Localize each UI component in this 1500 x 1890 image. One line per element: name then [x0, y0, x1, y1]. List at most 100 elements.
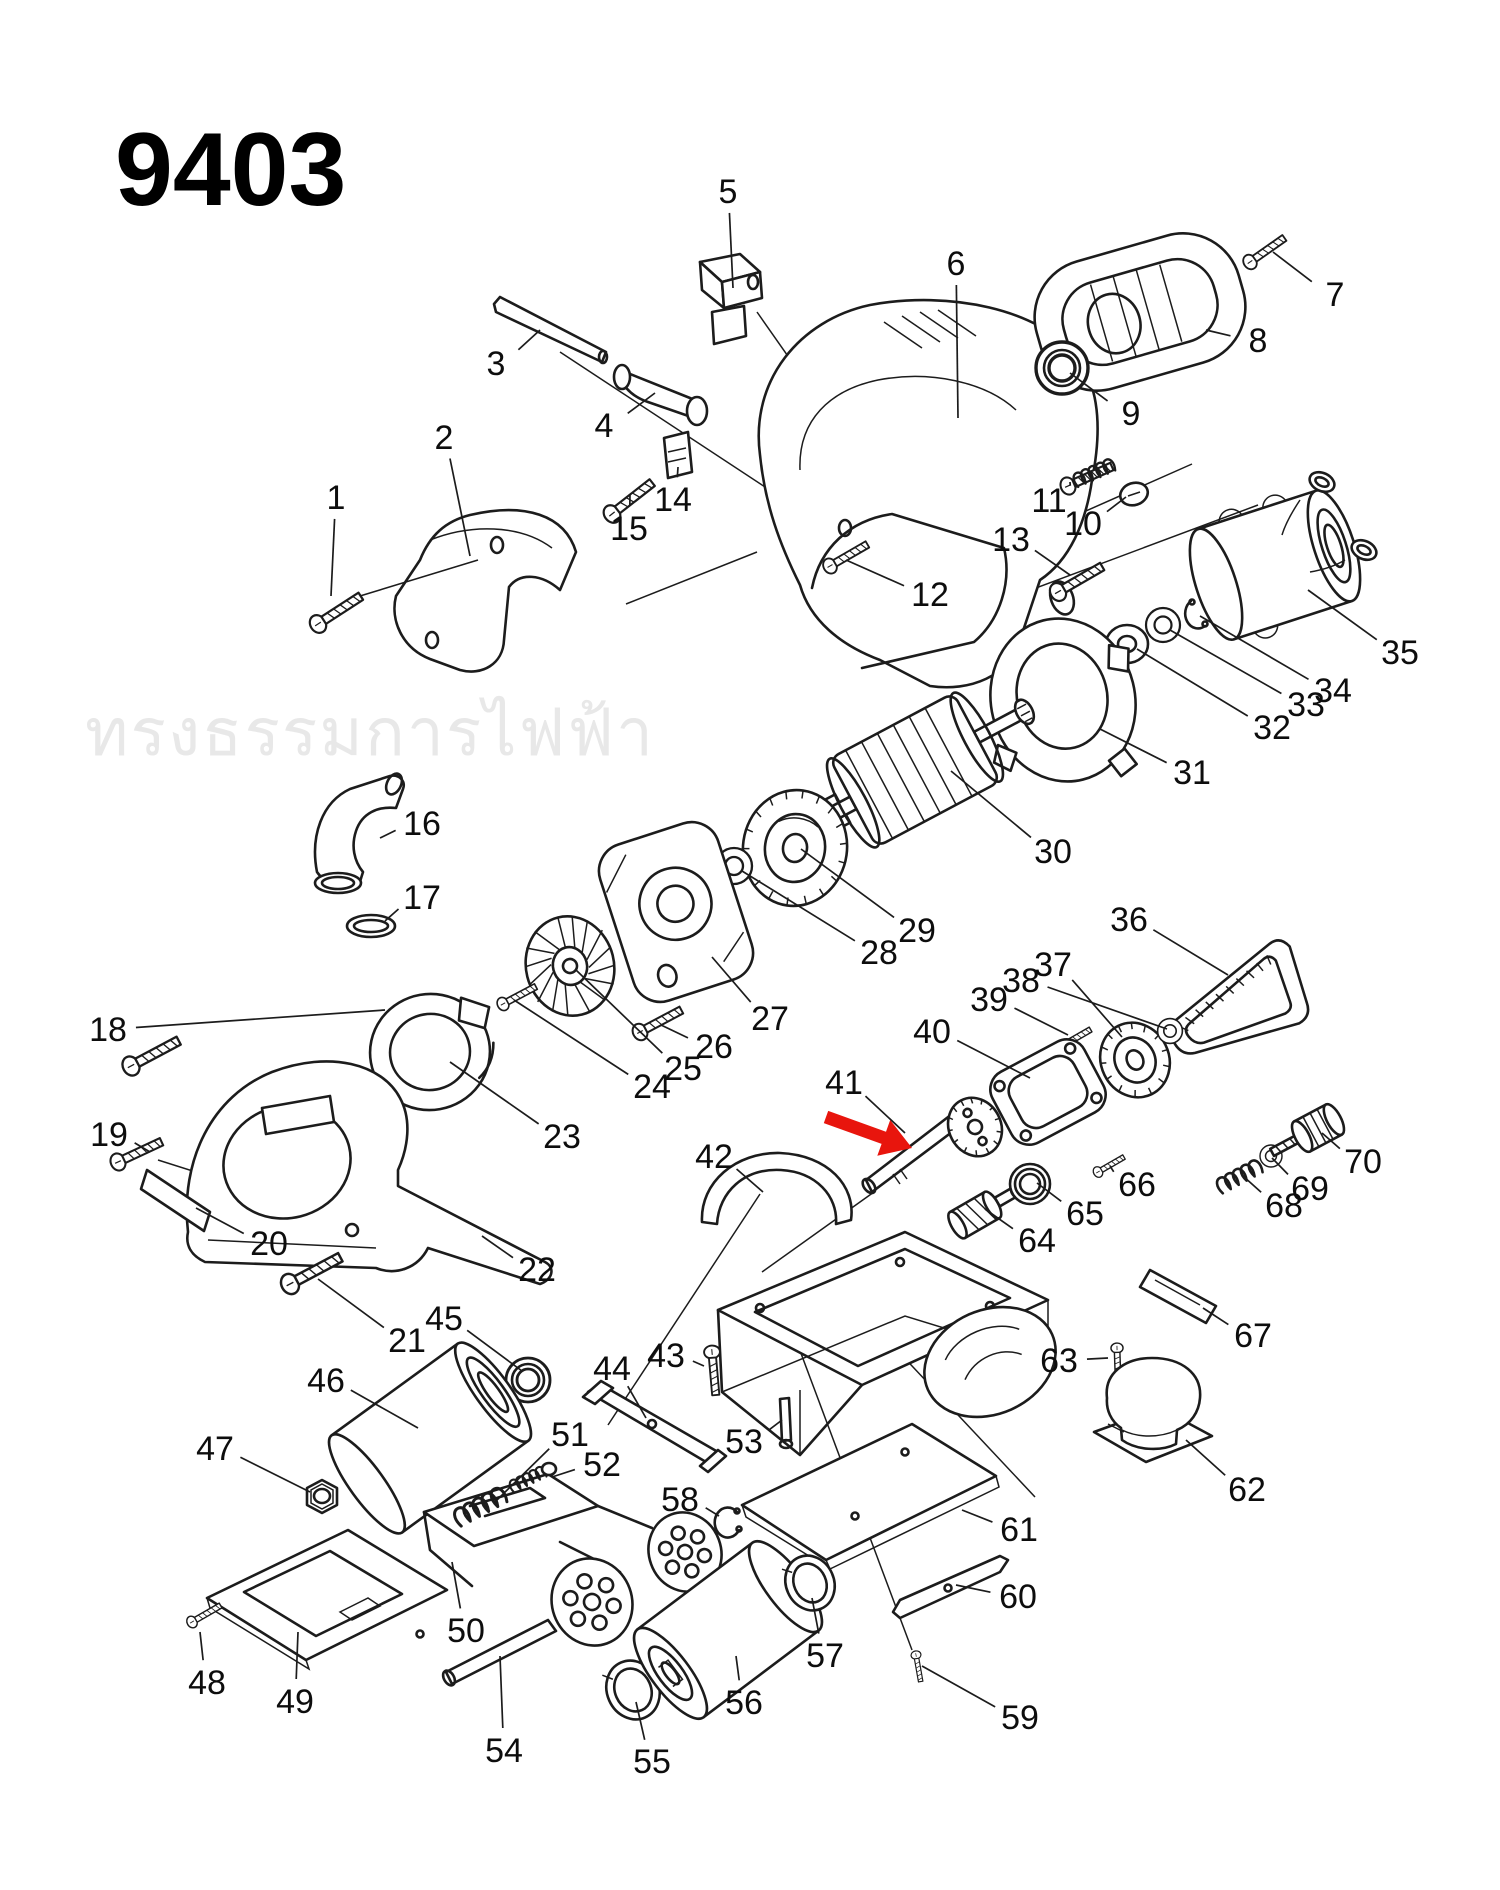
part-number-label-31: 31	[1173, 754, 1211, 792]
part-number-label-17: 17	[403, 879, 441, 917]
part-1-screw	[305, 587, 367, 638]
part-35-field-stator	[1188, 489, 1362, 641]
leader-line-part-58	[705, 1507, 720, 1517]
part-number-label-15: 15	[610, 510, 648, 548]
part-number-label-47: 47	[196, 1430, 234, 1468]
leader-line-part-66	[1109, 1165, 1115, 1173]
part-number-label-24: 24	[633, 1068, 671, 1106]
part-9-bearing	[1034, 340, 1090, 396]
part-46-roller-drum	[327, 1341, 533, 1535]
part-53-pin	[778, 1396, 794, 1450]
leader-line-part-6	[955, 284, 959, 419]
part-number-label-25: 25	[664, 1050, 702, 1088]
leader-line-part-51	[496, 1448, 550, 1501]
part-6-motor-housing	[757, 298, 1099, 689]
part-number-label-10: 10	[1064, 505, 1102, 543]
leader-line-part-1	[330, 518, 336, 597]
part-number-label-9: 9	[1122, 395, 1141, 433]
part-47-nut	[305, 1478, 339, 1515]
leader-line-part-61	[961, 1509, 993, 1523]
leader-line-part-54	[499, 1655, 504, 1729]
part-number-label-46: 46	[307, 1362, 345, 1400]
part-number-label-5: 5	[719, 173, 738, 211]
leader-line-part-60	[955, 1584, 991, 1593]
part-number-label-37: 37	[1034, 946, 1072, 984]
leader-line-part-56	[735, 1655, 741, 1681]
part-22-handle-base	[185, 1060, 553, 1286]
leader-line-part-45	[466, 1329, 523, 1372]
leader-line-part-31	[1099, 728, 1168, 764]
part-number-label-29: 29	[898, 912, 936, 950]
leader-line-part-28	[741, 870, 856, 942]
part-10-brush-cap	[1118, 481, 1150, 507]
part-number-label-8: 8	[1249, 322, 1268, 360]
part-number-label-51: 51	[551, 1416, 589, 1454]
part-number-label-6: 6	[947, 245, 966, 283]
leader-line-part-49	[295, 1631, 299, 1680]
part-4-grip-sleeve	[612, 363, 709, 427]
part-number-label-20: 20	[250, 1225, 288, 1263]
part-29-helical-gear	[741, 788, 849, 908]
part-48-screw	[183, 1599, 225, 1631]
part-number-label-42: 42	[695, 1138, 733, 1176]
part-number-label-61: 61	[1000, 1511, 1038, 1549]
leader-line-part-35	[1307, 589, 1378, 641]
leader-line-part-42	[736, 1168, 764, 1193]
part-number-label-64: 64	[1018, 1222, 1056, 1260]
part-number-label-69: 69	[1291, 1170, 1329, 1208]
part-number-label-52: 52	[583, 1446, 621, 1484]
part-17-o-ring	[345, 913, 397, 939]
leader-line-part-40	[956, 1039, 1031, 1079]
part-number-label-59: 59	[1001, 1699, 1039, 1737]
part-number-label-18: 18	[89, 1011, 127, 1049]
part-number-label-12: 12	[911, 576, 949, 614]
leader-line-part-2	[449, 458, 471, 557]
leader-line-part-70	[1321, 1132, 1341, 1150]
part-number-label-49: 49	[276, 1683, 314, 1721]
leader-line-part-10	[1106, 496, 1127, 513]
leader-line-part-13	[1034, 549, 1071, 576]
part-number-label-41: 41	[825, 1064, 863, 1102]
leader-line-part-30	[950, 770, 1032, 839]
part-54-roller-pin	[441, 1618, 558, 1687]
part-41-roller-shaft	[861, 1096, 1004, 1195]
leader-line-part-27	[711, 956, 752, 1003]
leader-line-part-39	[1014, 1007, 1069, 1036]
part-25-fan	[524, 915, 616, 1017]
leader-line-part-12	[845, 559, 905, 587]
part-number-label-48: 48	[188, 1664, 226, 1702]
leader-line-part-41	[864, 1095, 906, 1134]
part-57-ring	[781, 1554, 837, 1612]
part-number-label-26: 26	[695, 1028, 733, 1066]
leader-line-part-5	[728, 212, 734, 289]
part-36-drive-belt	[1168, 939, 1310, 1055]
part-18-screw	[118, 1030, 185, 1080]
part-number-label-38: 38	[1002, 962, 1040, 1000]
part-number-label-32: 32	[1253, 709, 1291, 747]
part-49-cover-plate	[205, 1528, 449, 1671]
leader-line-part-67	[1202, 1307, 1229, 1326]
part-number-label-43: 43	[647, 1337, 685, 1375]
part-number-label-55: 55	[633, 1743, 671, 1781]
part-60-plate-spring	[891, 1554, 1010, 1620]
leader-line-part-43	[692, 1360, 705, 1367]
part-number-label-28: 28	[860, 934, 898, 972]
part-number-label-39: 39	[970, 981, 1008, 1019]
leader-line-part-68	[1242, 1175, 1262, 1193]
part-number-label-27: 27	[751, 1000, 789, 1038]
leader-line-part-36	[1152, 929, 1229, 976]
part-number-label-19: 19	[90, 1116, 128, 1154]
part-58-circlip	[713, 1506, 743, 1539]
part-8-fan-cover	[1033, 232, 1247, 392]
leader-line-part-53	[767, 1419, 783, 1432]
part-number-label-2: 2	[435, 419, 454, 457]
part-number-label-11: 11	[1031, 482, 1066, 520]
leader-line-part-64	[984, 1208, 1014, 1230]
part-31-baffle-plate	[989, 617, 1138, 783]
part-20-name-plate	[139, 1168, 212, 1233]
leader-line-part-57	[811, 1597, 820, 1634]
part-50-tension-bracket	[422, 1472, 723, 1647]
part-38-washer	[1156, 1017, 1184, 1045]
